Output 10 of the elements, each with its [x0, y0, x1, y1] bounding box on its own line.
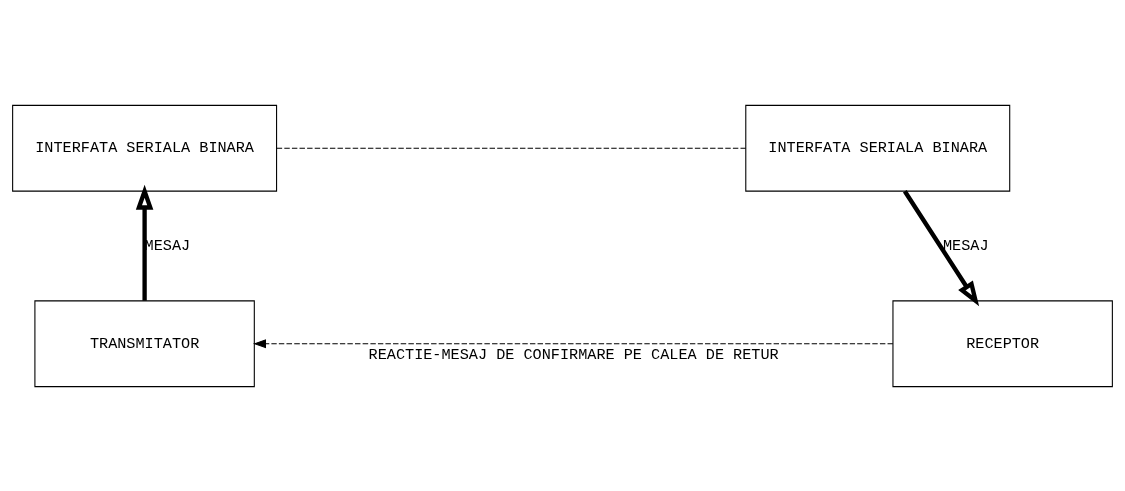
arrow — [135, 184, 154, 301]
node-box: RECEPTOR — [892, 299, 1113, 387]
node-box: TRANSMITATOR — [34, 299, 255, 387]
edge-label: MESAJ — [942, 236, 989, 255]
node-box: INTERFATA SERIALA BINARA — [745, 104, 1011, 192]
edge-label: REACTIE-MESAJ DE CONFIRMARE PE CALEA DE RETUR — [368, 345, 779, 364]
arrow — [252, 338, 894, 348]
arrow — [902, 189, 980, 306]
connector — [276, 147, 747, 149]
node-box: INTERFATA SERIALA BINARA — [12, 104, 278, 192]
